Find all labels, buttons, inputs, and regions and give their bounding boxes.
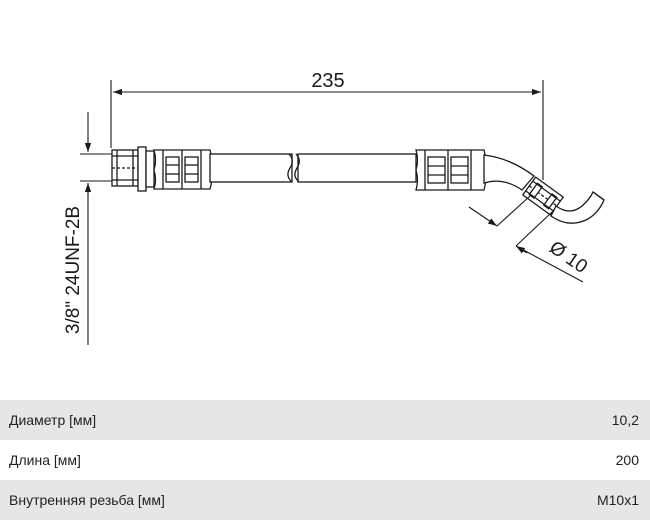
spec-row-length: Длина [мм] 200 (0, 440, 650, 480)
spec-label: Внутренняя резьба [мм] (9, 492, 165, 508)
hose-technical-drawing: 235 3/8" 24UNF-2B (63, 70, 605, 345)
spec-label: Диаметр [мм] (9, 412, 97, 428)
spec-row-diameter: Диаметр [мм] 10,2 (0, 400, 650, 440)
diameter-dimension (468, 195, 584, 283)
thread-dimension (80, 112, 113, 345)
length-dimension (110, 80, 544, 180)
spec-value: 10,2 (611, 412, 639, 428)
spec-value: 200 (615, 452, 639, 468)
thread-callout: 3/8" 24UNF-2B (63, 206, 84, 334)
spec-value: M10x1 (596, 492, 639, 508)
spec-row-internal-thread: Внутренняя резьба [мм] M10x1 (0, 480, 650, 520)
brake-hose (111, 146, 605, 224)
spec-label: Длина [мм] (9, 452, 81, 468)
diameter-callout: Ø 10 (545, 237, 591, 278)
length-dimension-value: 235 (311, 70, 344, 92)
specs-table: Диаметр [мм] 10,2 Длина [мм] 200 Внутрен… (0, 400, 650, 520)
